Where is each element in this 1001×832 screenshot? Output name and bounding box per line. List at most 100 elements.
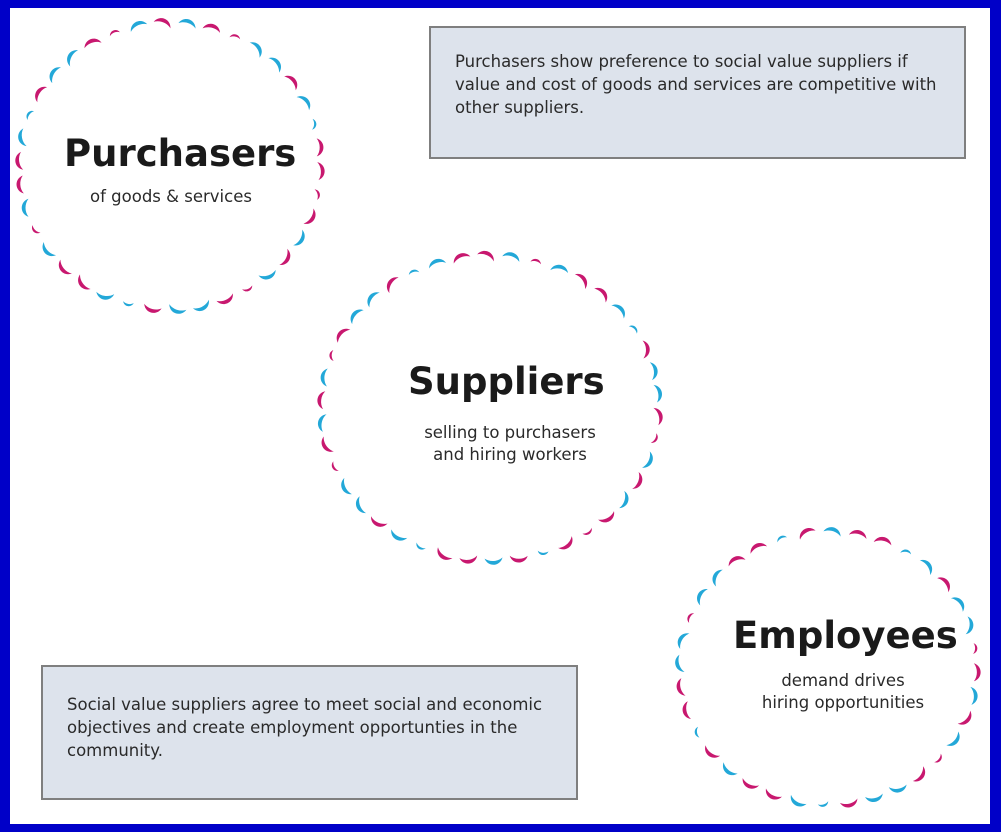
petal	[32, 225, 41, 234]
petal	[391, 529, 408, 541]
petal	[21, 198, 29, 217]
petal	[817, 801, 829, 807]
petal	[258, 269, 276, 280]
petal	[321, 436, 334, 452]
petal	[249, 42, 262, 58]
petal	[839, 798, 858, 808]
petal	[371, 516, 388, 527]
petal	[642, 451, 653, 468]
petal	[318, 414, 327, 432]
petal	[502, 252, 520, 262]
petal	[293, 229, 305, 246]
petal	[582, 527, 592, 535]
petal	[459, 555, 478, 564]
petal	[509, 555, 528, 563]
petal	[42, 241, 57, 257]
petal	[123, 301, 134, 307]
petal	[78, 274, 91, 290]
petal	[888, 784, 907, 793]
petal	[973, 643, 978, 654]
petal	[49, 67, 62, 84]
petal	[96, 291, 115, 300]
petal	[316, 138, 324, 157]
petal	[18, 128, 27, 147]
note-supplier-commitment-text: Social value suppliers agree to meet soc…	[67, 695, 543, 760]
petal	[296, 96, 311, 111]
petal	[594, 287, 608, 303]
petal	[331, 461, 339, 471]
petal	[109, 30, 120, 37]
petal	[919, 559, 933, 576]
petal	[765, 788, 783, 800]
petal	[965, 616, 974, 635]
petal	[873, 536, 892, 546]
petal	[336, 328, 351, 343]
petal	[694, 726, 700, 738]
petal	[675, 654, 685, 672]
petal	[314, 189, 320, 200]
petal	[35, 86, 48, 103]
petal	[279, 248, 291, 265]
purchasers-subtitle: of goods & services	[90, 187, 252, 206]
petal	[682, 701, 691, 720]
petal	[130, 21, 148, 32]
ring-suppliers	[317, 250, 663, 565]
petal	[229, 34, 241, 40]
petal	[484, 557, 503, 565]
petal	[355, 496, 367, 514]
petal	[153, 18, 171, 29]
petal	[937, 577, 951, 593]
petal	[957, 710, 972, 725]
petal	[777, 535, 788, 543]
petal	[429, 258, 447, 269]
petal	[320, 368, 328, 387]
petal	[705, 745, 721, 758]
diagram-canvas: Purchasers show preference to social val…	[10, 8, 990, 824]
petal	[558, 536, 573, 550]
petal	[799, 528, 816, 540]
suppliers-title: Suppliers	[408, 360, 605, 403]
petal	[598, 511, 615, 523]
petal	[386, 277, 399, 294]
petal	[750, 543, 768, 554]
petal	[58, 259, 72, 275]
petal	[970, 686, 978, 705]
petal	[950, 597, 965, 612]
petal	[632, 471, 643, 489]
petal	[697, 589, 708, 606]
petal	[649, 362, 658, 381]
employees-title: Employees	[733, 614, 958, 657]
petal	[408, 269, 420, 275]
petal	[687, 613, 695, 623]
petal	[574, 273, 588, 290]
petal	[192, 299, 209, 312]
petal	[619, 490, 629, 509]
petal	[341, 477, 353, 495]
petal	[728, 556, 746, 567]
petal	[317, 391, 326, 410]
petal	[144, 303, 162, 313]
suppliers-subtitle: selling to purchasers and hiring workers	[424, 423, 596, 464]
petal	[416, 542, 426, 550]
petal	[742, 778, 760, 789]
purchasers-title: Purchasers	[64, 132, 297, 175]
petal	[611, 304, 625, 319]
petal	[934, 753, 942, 763]
petal-rings	[15, 18, 981, 808]
petal	[550, 264, 569, 274]
ring-employees	[675, 527, 981, 808]
petal	[216, 293, 233, 304]
petal	[790, 794, 807, 807]
petal	[642, 340, 650, 359]
petal	[329, 350, 334, 361]
note-supplier-commitment: Social value suppliers agree to meet soc…	[41, 665, 578, 800]
petal	[268, 57, 282, 73]
petal	[242, 285, 253, 292]
petal	[312, 118, 317, 130]
petal	[477, 250, 494, 262]
petal	[848, 530, 867, 539]
petal	[865, 793, 883, 802]
petal	[67, 50, 78, 67]
petal	[284, 75, 298, 91]
petal	[26, 110, 35, 120]
